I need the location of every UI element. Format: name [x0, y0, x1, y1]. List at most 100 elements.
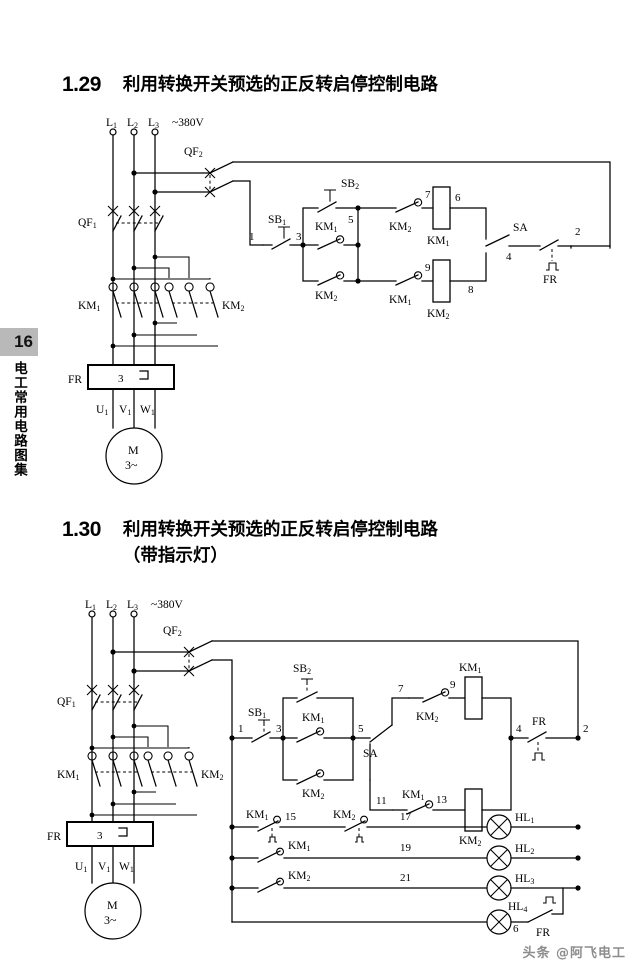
km1-coil-branch[interactable]: KM2 9 KM1	[408, 662, 512, 739]
lamp-row-4[interactable]: HL4 6 FR	[231, 887, 564, 939]
lamp-label-hl3: HL3	[515, 873, 534, 886]
watermark: 头条 @阿飞电工	[522, 946, 626, 961]
node-2: 2	[583, 723, 589, 735]
motor-terminal-v: V1	[119, 404, 131, 417]
breaker-qf2-label: QF2	[184, 146, 203, 159]
lamp-row-1[interactable]: KM1 15 KM2 17 HL1	[229, 809, 581, 843]
km1-coil-branch[interactable]: KM2 7 KM1 6	[357, 186, 487, 248]
control-supply-tap	[110, 649, 190, 674]
thermal-relay-fr[interactable]: FR 3	[47, 821, 154, 847]
section-heading-129: 1.29 利用转换开关预选的正反转启停控制电路	[62, 72, 438, 98]
fr-nc-contact[interactable]: FR 2	[539, 226, 611, 286]
selector-label: SA	[363, 748, 378, 760]
section-title: 利用转换开关预选的正反转启停控制电路 （带指示灯）	[123, 517, 438, 569]
thermal-relay-label: FR	[47, 831, 61, 843]
lamp-row-3[interactable]: KM2 21 HL3	[229, 870, 581, 901]
start-and-seal-group[interactable]: SB2 KM1 KM2 5	[282, 663, 364, 801]
contactor-km2-label: KM2	[201, 769, 224, 782]
page-side-tab: 16 电工常用电路图集	[0, 328, 38, 477]
node-5: 5	[358, 723, 364, 735]
contactor-km2-main[interactable]: KM2	[143, 751, 224, 787]
contactor-km1-label: KM1	[78, 300, 101, 313]
supply-terminals: L1 L2 L3 ~380V	[106, 117, 204, 136]
node-11: 11	[376, 795, 387, 807]
section-title: 利用转换开关预选的正反转启停控制电路	[123, 72, 438, 98]
phase-label-l3: L3	[148, 117, 159, 130]
node-1: 1	[249, 231, 255, 243]
lamp-label-hl1: HL1	[515, 812, 534, 825]
seal-contact-km1-label: KM1	[315, 221, 338, 234]
voltage-label: ~380V	[172, 117, 204, 129]
control-rails	[211, 640, 579, 739]
interlock-km2-label: KM2	[416, 711, 439, 724]
km2-coil-branch[interactable]: KM1 13 KM2	[392, 735, 514, 848]
selector-switch-sa[interactable]: SA 4	[485, 222, 541, 263]
circuit-diagram-130: L1 L2 L3 ~380V	[47, 599, 589, 940]
thermal-relay-fr[interactable]: FR 3	[68, 364, 175, 390]
lamp-contact-km2-no: KM2	[288, 870, 311, 883]
interlock-km2-label: KM2	[389, 221, 412, 234]
stop-button-sb1[interactable]: 1 SB1 3	[249, 214, 306, 250]
fr-no-contact-label: FR	[536, 927, 550, 939]
stop-button-label: SB1	[248, 707, 266, 720]
node-3: 3	[276, 723, 282, 735]
section-heading-130: 1.30 利用转换开关预选的正反转启停控制电路 （带指示灯）	[62, 517, 438, 569]
contactor-km1-main[interactable]: KM1	[57, 751, 143, 787]
stop-button-sb1[interactable]: 1 SB1 3	[231, 707, 286, 743]
fr-nc-contact[interactable]: 4 FR 2	[510, 716, 589, 761]
motor-terminal-u: U1	[75, 861, 87, 874]
motor-phase: 3~	[125, 458, 138, 472]
section-title-line2: （带指示灯）	[122, 546, 228, 566]
section-title-line1: 利用转换开关预选的正反转启停控制电路	[122, 520, 438, 540]
lamp-contact-km1-nc: KM1	[246, 809, 269, 822]
motor-branch: U1 V1 W1 M 3~	[75, 845, 142, 940]
motor-terminal-w: W1	[119, 861, 134, 874]
breaker-qf1-label: QF1	[57, 696, 76, 709]
motor-terminal-u: U1	[96, 404, 108, 417]
phase-label-l1: L1	[106, 117, 117, 130]
lamp-label-hl2: HL2	[515, 843, 534, 856]
start-button-label: SB2	[341, 178, 359, 191]
lamp-row-2[interactable]: KM1 19 HL2	[229, 840, 581, 871]
motor-phase: 3~	[104, 913, 117, 927]
breaker-qf2[interactable]: QF2	[163, 625, 213, 677]
seal-contact-km1-label: KM1	[302, 712, 325, 725]
motor-terminal-v: V1	[98, 861, 110, 874]
breaker-qf1[interactable]: QF1	[78, 205, 164, 232]
thermal-relay-poles: 3	[97, 830, 103, 842]
coil-km2-label: KM2	[459, 835, 482, 848]
selector-label: SA	[513, 222, 528, 234]
contactor-km2-label: KM2	[222, 300, 245, 313]
section-title-line1: 利用转换开关预选的正反转启停控制电路	[122, 75, 438, 95]
breaker-qf1-label: QF1	[78, 217, 97, 230]
node-19: 19	[400, 842, 412, 854]
node-17: 17	[400, 811, 412, 823]
motor-terminal-w: W1	[140, 404, 155, 417]
phase-label-l3: L3	[127, 599, 138, 612]
start-and-seal-group[interactable]: SB2 KM1 KM2 5	[302, 178, 361, 303]
interlock-km1-label: KM1	[402, 789, 425, 802]
contactor-km2-main[interactable]: KM2	[164, 282, 245, 318]
km2-coil-branch[interactable]: KM1 9 KM2 8	[357, 252, 487, 321]
node-6: 6	[513, 923, 519, 935]
fr-contact-label: FR	[543, 274, 557, 286]
breaker-qf1[interactable]: QF1	[57, 684, 143, 711]
main-phase-wires	[91, 616, 135, 831]
coil-km1-label: KM1	[427, 235, 450, 248]
fr-contact-label: FR	[532, 716, 546, 728]
coil-km2-label: KM2	[427, 308, 450, 321]
node-3: 3	[296, 231, 302, 243]
interlock-km1-label: KM1	[389, 294, 412, 307]
node-15: 15	[285, 811, 297, 823]
node-8: 8	[468, 284, 474, 296]
breaker-qf2[interactable]: QF2	[184, 146, 234, 198]
node-9: 9	[450, 679, 456, 691]
phase-reversal-links	[89, 723, 190, 751]
breaker-qf2-label: QF2	[163, 625, 182, 638]
contactor-km1-main[interactable]: KM1	[78, 282, 164, 318]
selector-switch-sa[interactable]: SA 7 11	[352, 683, 410, 811]
section-number: 1.29	[62, 73, 101, 96]
node-2: 2	[575, 226, 581, 238]
start-button-label: SB2	[293, 663, 311, 676]
seal-contact-km2-label: KM2	[315, 290, 338, 303]
